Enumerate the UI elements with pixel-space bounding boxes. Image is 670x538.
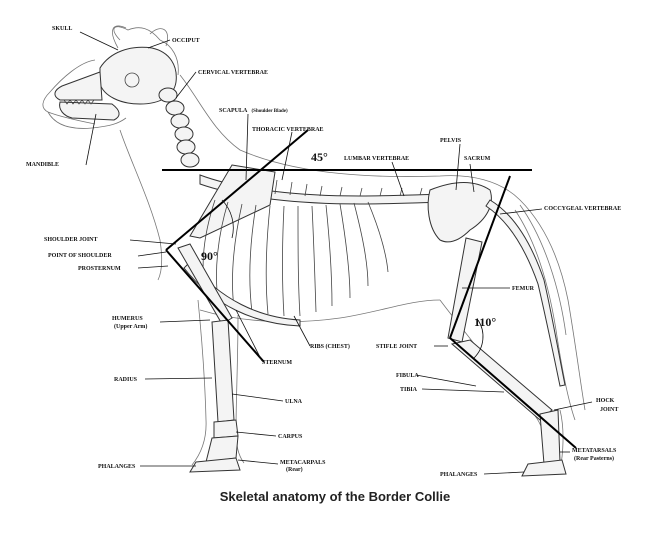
label-femur: FEMUR <box>512 286 535 292</box>
label-occiput: OCCIPUT <box>172 38 200 44</box>
label-pelvis: PELVIS <box>440 138 462 144</box>
label-humerus-note: (Upper Arm) <box>114 323 147 330</box>
label-metatarsals: METATARSALS <box>572 448 617 454</box>
label-lumbar-vertebrae: LUMBAR VERTEBRAE <box>344 156 409 162</box>
stifle-angle-arc <box>473 319 484 359</box>
label-stifle-joint: STIFLE JOINT <box>376 344 417 350</box>
cervical-vertebrae-bones <box>158 87 200 168</box>
label-phalanges-rear: PHALANGES <box>440 472 478 478</box>
tibia-fibula-bone <box>450 339 553 421</box>
shoulder-angle-arc <box>221 199 234 239</box>
label-metatarsals-note: (Rear Pasterns) <box>574 455 614 462</box>
neck-front-outline <box>119 129 163 281</box>
belly-outline <box>199 299 441 323</box>
skull <box>54 46 177 121</box>
femur-axis-line <box>449 175 511 339</box>
back-outline <box>179 74 586 411</box>
label-sternum: STERNUM <box>262 360 292 366</box>
label-phalanges-front: PHALANGES <box>98 464 136 470</box>
scapula-axis-line <box>165 129 309 251</box>
label-fibula: FIBULA <box>396 373 419 379</box>
label-shoulder-joint: SHOULDER JOINT <box>44 237 98 243</box>
label-cervical-vertebrae: CERVICAL VERTEBRAE <box>198 70 268 76</box>
tail-outline <box>514 204 576 421</box>
eye-socket <box>124 72 140 88</box>
label-point-of-shoulder: POINT OF SHOULDER <box>48 253 112 259</box>
mandible-bone <box>59 101 120 121</box>
label-prosternum: PROSTERNUM <box>78 266 121 272</box>
angle-90: 90° <box>201 249 218 263</box>
angle-lines <box>162 129 577 449</box>
head-outline <box>42 26 179 129</box>
snout <box>54 71 103 101</box>
radius-ulna-bone <box>211 319 235 423</box>
label-joint: JOINT <box>600 407 618 413</box>
label-tibia: TIBIA <box>400 387 418 393</box>
coccygeal-vertebrae-bones <box>485 199 566 387</box>
angle-45: 45° <box>311 150 328 164</box>
tibia-axis-line <box>449 337 577 449</box>
rear-phalanges-bone <box>521 459 567 477</box>
label-coccygeal-vertebrae: COCCYGEAL VERTEBRAE <box>544 206 621 212</box>
label-radius: RADIUS <box>114 377 138 383</box>
ear-outline <box>112 25 168 49</box>
angle-110: 110° <box>474 315 496 329</box>
anatomy-labels: SKULL OCCIPUT CERVICAL VERTEBRAE SCAPULA… <box>26 26 621 478</box>
front-leg-bones <box>177 243 241 473</box>
label-humerus: HUMERUS <box>112 316 143 322</box>
label-carpus: CARPUS <box>278 434 303 440</box>
pelvis-bone <box>427 182 492 243</box>
leader-lines <box>79 31 593 475</box>
carpus-bone <box>213 419 239 439</box>
cranium <box>99 46 177 105</box>
hind-leg-bones <box>447 237 567 477</box>
teeth <box>63 99 95 105</box>
figure-caption: Skeletal anatomy of the Border Collie <box>219 489 451 504</box>
label-mandible: MANDIBLE <box>26 162 59 168</box>
label-sacrum: SACRUM <box>464 156 491 162</box>
label-metacarpals: METACARPALS <box>280 460 326 466</box>
humerus-axis-line <box>165 249 265 363</box>
label-ribs: RIBS (CHEST) <box>310 343 350 350</box>
front-phalanges-bone <box>189 457 241 473</box>
label-thoracic-vertebrae: THORACIC VERTEBRAE <box>252 127 324 133</box>
label-hock: HOCK <box>596 398 615 404</box>
label-skull: SKULL <box>52 26 72 32</box>
label-ulna: ULNA <box>285 399 303 405</box>
label-scapula: SCAPULA (Shoulder Blade) <box>219 108 288 114</box>
label-metacarpals-note: (Rear) <box>286 466 303 473</box>
